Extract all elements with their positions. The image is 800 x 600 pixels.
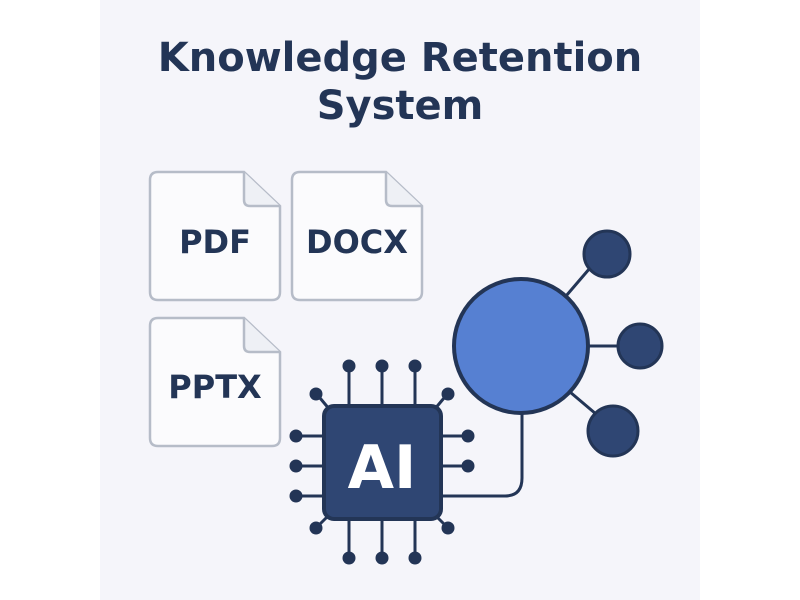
title-line-1: Knowledge Retention [157,35,643,81]
spoke-bottom [569,390,597,416]
document-pptx: PPTX [148,316,282,448]
hub-spokes [564,267,620,416]
document-fold [384,172,422,208]
chip-label: AI [348,433,417,503]
hub-node [452,277,590,415]
document-docx: DOCX [290,170,424,302]
satellite-node-middle [616,322,664,370]
chip-pins [289,359,475,565]
diagram-title: Knowledge Retention System [100,34,700,130]
document-label-pptx: PPTX [168,368,262,406]
chip-body [322,404,443,521]
document-label-docx: DOCX [306,223,408,261]
ai-chip: AI [322,404,443,521]
satellite-node-top [582,229,632,279]
spoke-top [564,267,592,297]
satellite-node-bottom [586,404,640,458]
document-pdf: PDF [148,170,282,302]
document-label-pdf: PDF [179,223,251,261]
document-fold [242,172,280,208]
title-line-2: System [316,83,484,129]
document-fold [242,318,280,354]
chip-to-hub-connector [441,408,524,498]
